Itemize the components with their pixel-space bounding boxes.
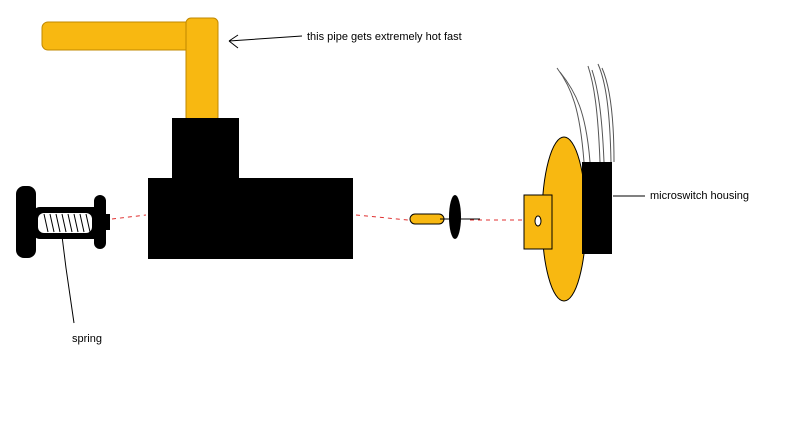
switch-mount-hole: [534, 215, 542, 227]
microswitch: [523, 63, 615, 302]
leader-lines: [61, 34, 645, 324]
plunger-washer: [449, 195, 461, 239]
arrow-icon: [228, 34, 303, 49]
pipe-vertical: [185, 17, 219, 123]
spring-coil-window: [38, 213, 92, 233]
switch-wires: [556, 63, 615, 163]
spring-leader: [61, 235, 75, 324]
pipe-note: this pipe gets extremely hot fast: [307, 31, 462, 43]
dash-valve-to-pin: [355, 214, 409, 221]
hot-pipe: [41, 17, 219, 123]
housing-note: microswitch housing: [650, 190, 749, 202]
valve-body: [148, 118, 353, 259]
pin: [409, 213, 445, 225]
spring-right-washer: [94, 195, 106, 249]
plunger: [440, 195, 480, 239]
spring-stub: [104, 214, 110, 230]
dash-spring-to-valve: [111, 214, 147, 220]
alignment-dashes: [111, 214, 524, 221]
spring-end-cap: [16, 186, 36, 258]
spring-coil: [43, 213, 91, 233]
spring-assembly: [16, 186, 110, 258]
switch-housing-block: [582, 162, 612, 254]
valve-main-block: [148, 178, 353, 259]
spring-note: spring: [72, 333, 102, 345]
valve-top-block: [172, 118, 239, 180]
